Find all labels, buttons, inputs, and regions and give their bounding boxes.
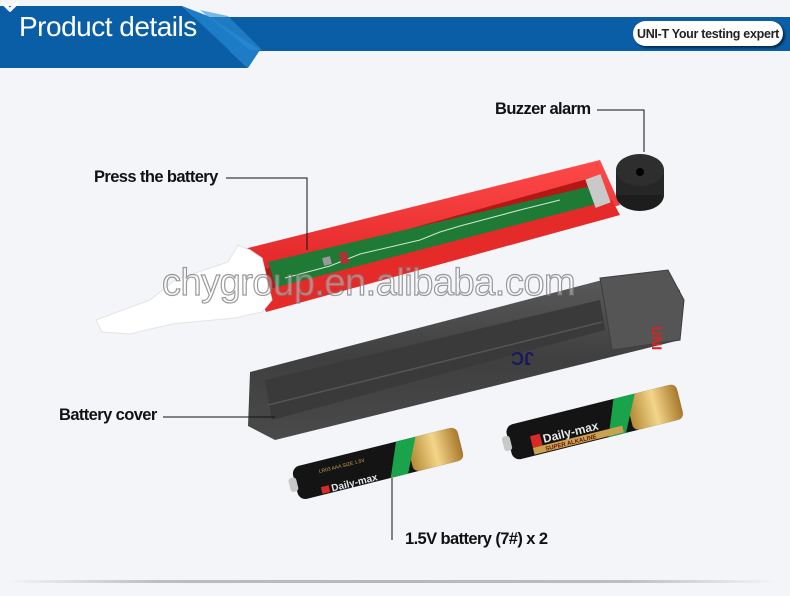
cover-brand-marking: UNI	[649, 326, 665, 350]
label-batteries: 1.5V battery (7#) x 2	[405, 530, 548, 548]
battery-right: Daily-max SUPER ALKALINE	[502, 384, 683, 460]
circuit-board	[268, 184, 612, 288]
header-banner: Product details UNI-T Your testing exper…	[0, 0, 790, 68]
cover-ink-mark: JC	[511, 348, 534, 368]
brand-tagline-badge: UNI-T Your testing expert	[633, 21, 783, 46]
chevron-down-icon	[1, 1, 19, 12]
battery-cover: UNI JC	[248, 269, 685, 440]
callout-line-press-battery	[226, 177, 308, 250]
label-buzzer-alarm: Buzzer alarm	[495, 100, 591, 118]
pen-body	[240, 160, 620, 312]
bottom-divider	[6, 580, 778, 583]
buzzer	[616, 154, 664, 211]
watermark-text: chygroup.en.alibaba.com	[161, 261, 576, 304]
pen-tip	[95, 244, 273, 335]
battery-spring	[585, 174, 611, 208]
label-battery-cover: Battery cover	[59, 406, 157, 424]
callout-line-buzzer	[597, 109, 645, 152]
page-title: Product details	[19, 11, 197, 42]
label-press-battery: Press the battery	[94, 168, 218, 186]
battery-left: LR03 AAA SIZE 1.5V Daily-max	[288, 427, 464, 499]
